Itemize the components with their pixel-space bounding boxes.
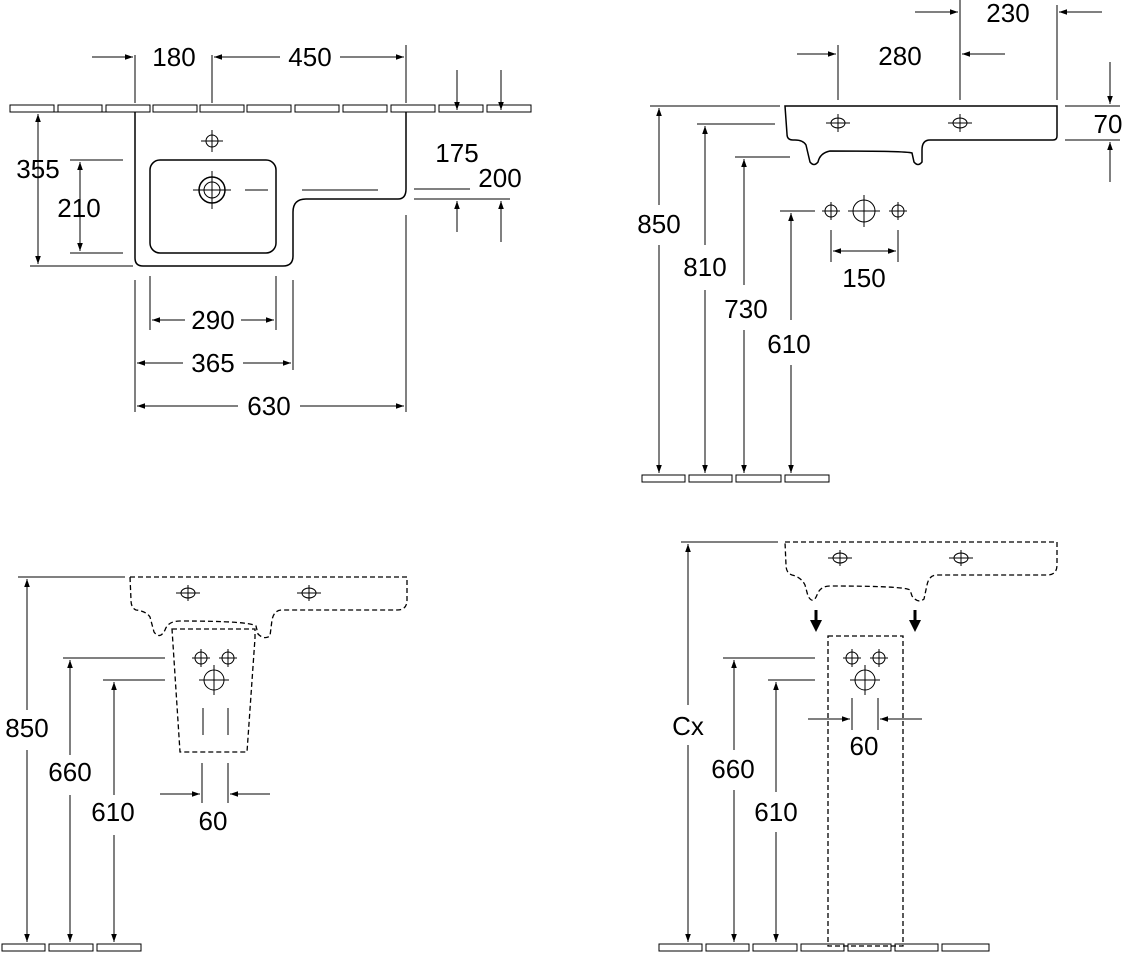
dim-810: 810 (683, 252, 726, 282)
tap-hole-icon (949, 550, 973, 566)
dim-cx: Cx (672, 711, 704, 741)
basin-outline (134, 112, 407, 267)
dim-850: 850 (5, 713, 48, 743)
dim-630: 630 (247, 391, 290, 421)
wall-outlet-icons (192, 649, 237, 695)
tap-hole-icon (297, 585, 321, 601)
dim-730: 730 (724, 294, 767, 324)
dim-60: 60 (850, 731, 879, 761)
arrow-down-icon (810, 610, 822, 632)
drain-icon (193, 171, 231, 209)
dim-660: 660 (48, 757, 91, 787)
pedestal-elevation: Cx 660 610 60 (658, 541, 1058, 952)
arrow-down-icon (909, 610, 921, 632)
basin-dashed-outline (784, 541, 1058, 602)
basin-dashed-outline (129, 576, 408, 639)
dim-610: 610 (91, 797, 134, 827)
floor-tiles (1, 943, 142, 952)
dim-180: 180 (152, 42, 195, 72)
wall-outlet-icons (843, 649, 888, 695)
floor-tiles (658, 943, 990, 952)
dim-850: 850 (637, 209, 680, 239)
wall-tiles (9, 104, 532, 113)
top-view-plan: 180 450 355 210 175 200 290 365 630 (9, 42, 532, 421)
dim-610: 610 (754, 797, 797, 827)
front-elevation: 230 280 70 850 810 730 610 150 (637, 0, 1123, 483)
tap-hole-icon (201, 130, 223, 152)
dim-450: 450 (288, 42, 331, 72)
tap-hole-icon (826, 114, 850, 132)
dim-290: 290 (191, 305, 234, 335)
floor-tiles (641, 474, 830, 483)
dim-210: 210 (57, 193, 100, 223)
basin-front-outline (784, 105, 1058, 166)
dim-200: 200 (478, 163, 521, 193)
dim-355: 355 (16, 154, 59, 184)
dim-660: 660 (711, 754, 754, 784)
tap-hole-icon (948, 114, 972, 132)
bowl-outline (149, 159, 277, 254)
dim-280: 280 (878, 41, 921, 71)
tap-hole-icon (828, 550, 852, 566)
dim-150: 150 (842, 263, 885, 293)
dim-230: 230 (986, 0, 1029, 28)
dim-365: 365 (191, 348, 234, 378)
dim-60: 60 (199, 806, 228, 836)
dim-175: 175 (435, 138, 478, 168)
semi-pedestal-elevation: 850 660 610 60 (1, 576, 408, 952)
dim-610: 610 (767, 329, 810, 359)
tap-hole-icon (176, 585, 200, 601)
dim-70: 70 (1094, 109, 1123, 139)
wall-outlet-icons (822, 195, 907, 227)
